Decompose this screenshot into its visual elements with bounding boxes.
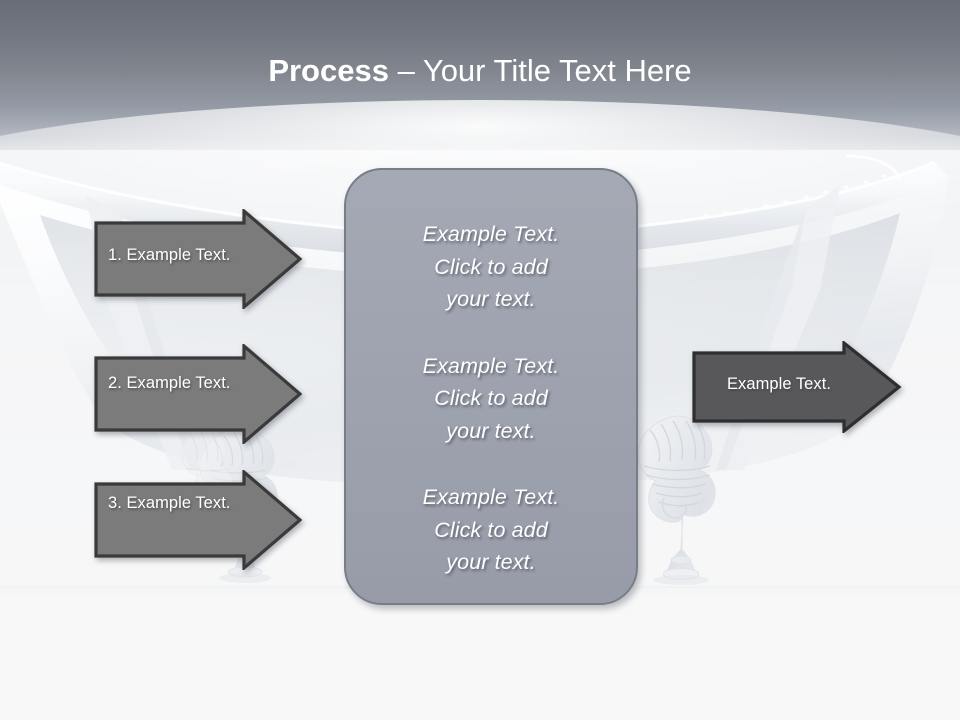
left-arrow-2-shape[interactable] xyxy=(94,344,302,444)
center-text-block-2[interactable]: Example Text. Click to add your text. xyxy=(422,353,560,443)
page-title-separator: – xyxy=(388,53,423,88)
center-text-block-1[interactable]: Example Text. Click to add your text. xyxy=(422,222,560,311)
left-arrow-3-shape[interactable] xyxy=(94,470,302,570)
right-arrow-shape[interactable] xyxy=(692,341,902,433)
left-arrow-1-shape[interactable] xyxy=(94,209,302,309)
center-content-panel[interactable]: Example Text. Click to add your text. Ex… xyxy=(344,168,638,605)
page-title-rest: Your Title Text Here xyxy=(422,53,692,88)
page-title-bold: Process xyxy=(268,53,389,88)
center-text-block-3[interactable]: Example Text. Click to add your text. xyxy=(422,485,560,574)
page-title: Process – Your Title Text Here xyxy=(0,52,960,90)
